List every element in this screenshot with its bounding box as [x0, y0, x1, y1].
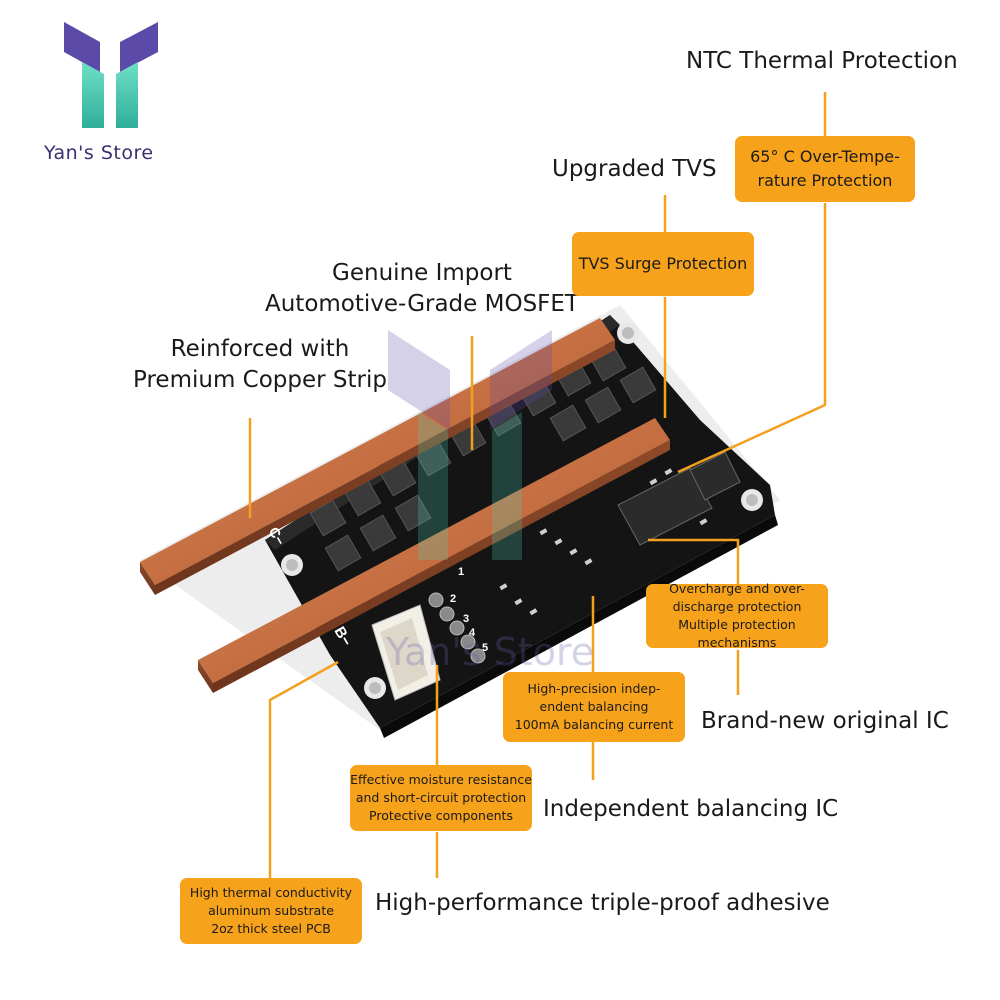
- callout-balancing-line3: 100mA balancing current: [514, 717, 674, 732]
- store-logo: [64, 22, 158, 128]
- heading-mosfet-line2: Automotive-Grade MOSFET: [265, 291, 579, 317]
- copper-strip-upper: [140, 318, 615, 595]
- callout-overcharge-line2: discharge protection: [672, 599, 802, 614]
- callout-substrate-line3: 2oz thick steel PCB: [211, 921, 331, 936]
- heading-mosfet: Genuine Import Automotive-Grade MOSFET: [262, 258, 582, 320]
- heading-tvs: Upgraded TVS: [552, 156, 717, 182]
- pin-label-5: 5: [482, 642, 489, 654]
- callout-overtemp-line1: 65° C Over-Tempe-: [750, 147, 900, 166]
- pin-label-2: 2: [450, 593, 457, 605]
- store-name: Yan's Store: [44, 142, 154, 164]
- balance-connector: [371, 604, 441, 701]
- pin-label-3: 3: [463, 613, 470, 625]
- heading-adhesive: High-performance triple-proof adhesive: [375, 890, 830, 916]
- callout-overtemp: 65° C Over-Tempe- rature Protection: [735, 136, 915, 202]
- callout-overcharge: Overcharge and over- discharge protectio…: [646, 581, 828, 650]
- callout-balancing-line1: High-precision indep-: [527, 681, 661, 696]
- callout-balancing-line2: endent balancing: [539, 699, 649, 714]
- leader-lines: [248, 92, 827, 878]
- pin-label-4: 4: [469, 627, 476, 639]
- callout-balancing: High-precision indep- endent balancing 1…: [503, 672, 685, 742]
- callout-tvs-surge: TVS Surge Protection: [572, 232, 754, 296]
- heading-copper-line2: Premium Copper Strip: [133, 367, 387, 393]
- mosfet-array: [309, 344, 657, 572]
- callout-moisture-line1: Effective moisture resistance: [350, 772, 532, 787]
- callout-substrate-line1: High thermal conductivity: [189, 885, 353, 900]
- callout-moisture: Effective moisture resistance and short-…: [350, 765, 532, 831]
- callout-overtemp-line2: rature Protection: [757, 171, 893, 190]
- watermark-logo: [388, 330, 552, 560]
- copper-strip-lower: [198, 418, 670, 693]
- callout-overcharge-line3: Multiple protection mechanisms: [678, 617, 796, 650]
- balance-pads: [428, 592, 486, 664]
- callout-tvs-surge-line1: TVS Surge Protection: [578, 254, 748, 273]
- heading-ntc: NTC Thermal Protection: [686, 48, 958, 74]
- heading-balancing: Independent balancing IC: [543, 796, 839, 822]
- watermark-text: Yan's Store: [386, 630, 595, 674]
- callout-overcharge-line1: Overcharge and over-: [669, 581, 805, 596]
- callout-substrate: High thermal conductivity aluminum subst…: [180, 878, 362, 944]
- callout-substrate-line2: aluminum substrate: [208, 903, 334, 918]
- pin-label-1: 1: [458, 566, 465, 578]
- heading-mosfet-line1: Genuine Import: [332, 260, 512, 286]
- control-section: [499, 451, 741, 616]
- callout-moisture-line3: Protective components: [369, 808, 513, 823]
- heading-ic: Brand-new original IC: [701, 708, 949, 734]
- heading-copper-line1: Reinforced with: [170, 336, 350, 362]
- callout-moisture-line2: and short-circuit protection: [355, 790, 527, 805]
- heading-copper: Reinforced with Premium Copper Strip: [130, 334, 390, 396]
